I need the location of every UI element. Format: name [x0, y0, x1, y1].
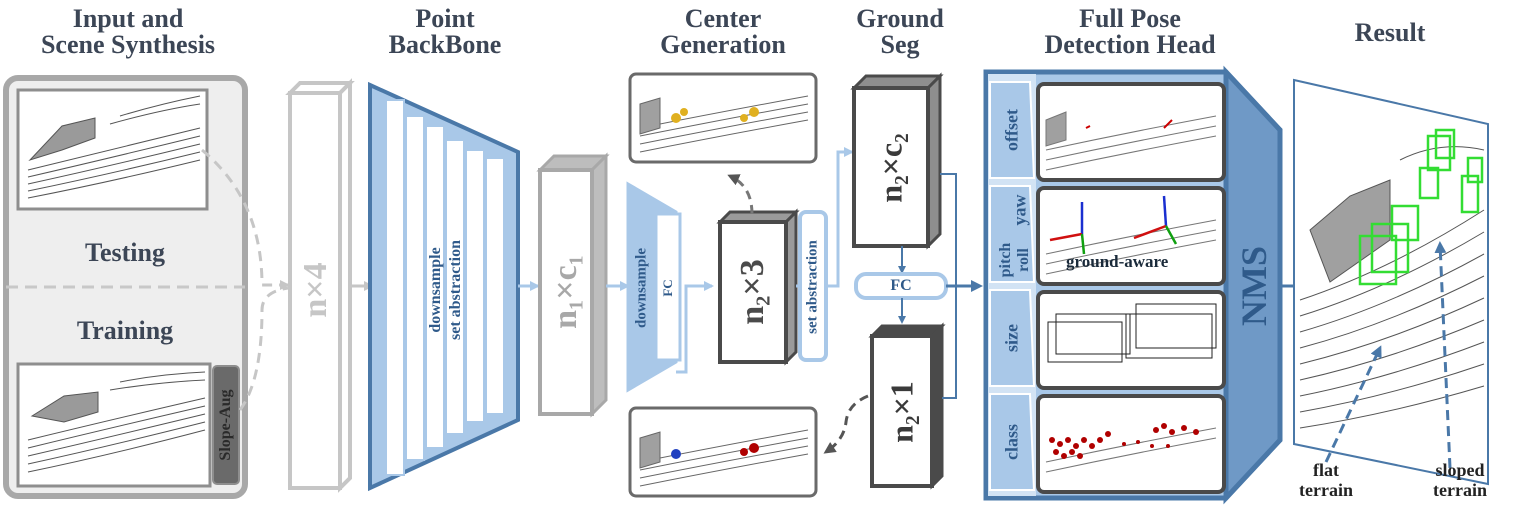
- ground-fc-label: FC: [890, 277, 912, 294]
- ground-aware-label: ground-aware: [1066, 252, 1169, 271]
- tensor-n2x1-label: n₂×1: [883, 381, 920, 443]
- header-head-line1: Full Pose: [1079, 4, 1181, 33]
- flat-terrain-label: flat terrain: [1276, 460, 1376, 500]
- head-row-size-label: size: [1001, 324, 1022, 352]
- training-scan-thumbnail: [16, 362, 212, 488]
- flat-terrain-line2: terrain: [1299, 480, 1353, 500]
- sloped-terrain-line1: sloped: [1435, 460, 1485, 480]
- head-row-yaw-label: yaw: [1009, 194, 1030, 226]
- backbone-block: [368, 81, 520, 492]
- tensor-n2x1-block: [868, 322, 946, 490]
- center-thumbnail-bottom: [628, 406, 818, 498]
- sloped-terrain-line2: terrain: [1433, 480, 1487, 500]
- header-backbone: Point BackBone: [360, 6, 530, 58]
- center-point: [671, 113, 681, 123]
- header-center-line1: Center: [684, 4, 762, 33]
- header-input-line2: Scene Synthesis: [40, 30, 216, 59]
- header-head: Full Pose Detection Head: [1022, 6, 1238, 58]
- detection-boxes: [1358, 128, 1484, 286]
- header-input: Input and Scene Synthesis: [12, 6, 244, 58]
- training-point-cloud: [27, 371, 206, 473]
- result-panel: [1293, 78, 1489, 486]
- header-backbone-line1: Point: [415, 4, 475, 33]
- tensor-n2x3-block: [716, 208, 800, 366]
- tensor-n4-label: n×4: [297, 262, 334, 318]
- header-ground-line1: Ground: [856, 4, 944, 33]
- header-input-line1: Input and: [72, 4, 184, 33]
- center-downsample-label: downsample: [633, 247, 650, 329]
- center-fc-label: FC: [660, 279, 675, 297]
- testing-label: Testing: [85, 238, 165, 267]
- slope-aug-badge: [212, 365, 240, 485]
- tensor-n2c2-label: n₂×c₂: [872, 133, 909, 203]
- tensor-n2c2-block: [850, 72, 944, 250]
- header-center: Center Generation: [630, 6, 816, 58]
- header-result: Result: [1354, 18, 1426, 47]
- flat-terrain-line1: flat: [1313, 460, 1339, 480]
- tensor-n4-block: [285, 78, 355, 493]
- detection-head-panel: [983, 65, 1283, 505]
- header-ground: Ground Seg: [836, 6, 964, 58]
- backbone-downsample-label: downsample: [427, 247, 444, 333]
- head-row-pitch-label: pitch: [997, 242, 1014, 278]
- input-panel: [3, 75, 290, 499]
- center-downsample-block: [626, 181, 682, 393]
- backbone-set-abstraction-label: set abstraction: [447, 240, 464, 340]
- tensor-n1c1-block: [536, 152, 610, 418]
- head-row-offset-label: offset: [1001, 109, 1022, 151]
- tensor-n2x3-label: n₂×3: [734, 259, 771, 325]
- header-head-line2: Detection Head: [1044, 30, 1216, 59]
- training-label: Training: [76, 316, 174, 345]
- header-center-line2: Generation: [660, 30, 786, 59]
- slope-aug-label: Slope-Aug: [217, 389, 234, 461]
- nms-label: NMS: [1234, 246, 1274, 326]
- center-thumbnail-top: [628, 72, 818, 164]
- testing-point-cloud: [27, 95, 201, 199]
- head-row-roll-label: roll: [1015, 248, 1032, 272]
- tensor-n1c1-label: n₁×c₁: [547, 255, 584, 329]
- head-row-class-label: class: [1001, 424, 1022, 460]
- sloped-terrain-label: sloped terrain: [1410, 460, 1510, 500]
- size-thumbnail: [1036, 290, 1226, 390]
- center-set-abstraction-label: set abstraction: [804, 240, 821, 334]
- header-backbone-line2: BackBone: [388, 30, 502, 59]
- header-ground-line2: Seg: [880, 30, 920, 59]
